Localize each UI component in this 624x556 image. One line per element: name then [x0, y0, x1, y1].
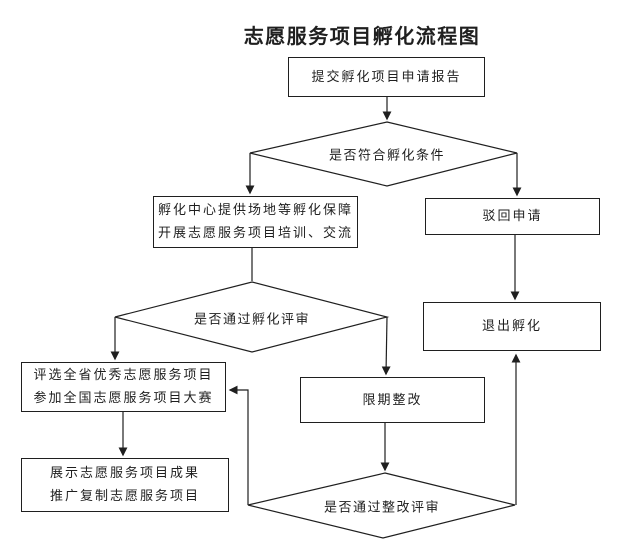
node-submit-report: 提交孵化项目申请报告	[288, 57, 485, 97]
node-rectify-deadline: 限期整改	[300, 377, 485, 423]
decision-condition-label: 是否符合孵化条件	[328, 148, 446, 164]
node-reject-application-label: 驳回申请	[482, 209, 543, 224]
node-exit-incubation: 退出孵化	[423, 302, 601, 351]
node-showcase-projects-line2: 推广复制志愿服务项目	[49, 489, 200, 504]
node-showcase-projects: 展示志愿服务项目成果 推广复制志愿服务项目	[21, 458, 229, 512]
decision-condition-diamond	[249, 121, 518, 187]
node-select-projects: 评选全省优秀志愿服务项目 参加全国志愿服务项目大赛	[21, 362, 226, 412]
node-submit-report-label: 提交孵化项目申请报告	[311, 69, 462, 85]
decision-rectify-review-diamond	[247, 472, 516, 539]
node-select-projects-line2: 参加全国志愿服务项目大赛	[33, 391, 214, 406]
decision-incubation-review-diamond	[114, 281, 390, 353]
node-select-projects-line1: 评选全省优秀志愿服务项目	[33, 368, 214, 383]
decision-rectify-review-label: 是否通过整改评审	[323, 500, 441, 516]
node-incubation-support-line2: 开展志愿服务项目培训、交流	[157, 226, 353, 241]
node-rectify-deadline-label: 限期整改	[362, 392, 423, 408]
node-reject-application: 驳回申请	[425, 198, 600, 235]
node-incubation-support: 孵化中心提供场地等孵化保障 开展志愿服务项目培训、交流	[153, 196, 358, 248]
edge-review-no-to-rectify	[381, 316, 391, 376]
node-incubation-support-line1: 孵化中心提供场地等孵化保障	[157, 203, 353, 218]
page-title: 志愿服务项目孵化流程图	[243, 24, 481, 48]
node-showcase-projects-line1: 展示志愿服务项目成果	[49, 466, 200, 481]
decision-incubation-review-label: 是否通过孵化评审	[193, 312, 311, 328]
edge-rectify-review-yes-to-select	[228, 385, 249, 505]
node-exit-incubation-label: 退出孵化	[481, 319, 542, 334]
